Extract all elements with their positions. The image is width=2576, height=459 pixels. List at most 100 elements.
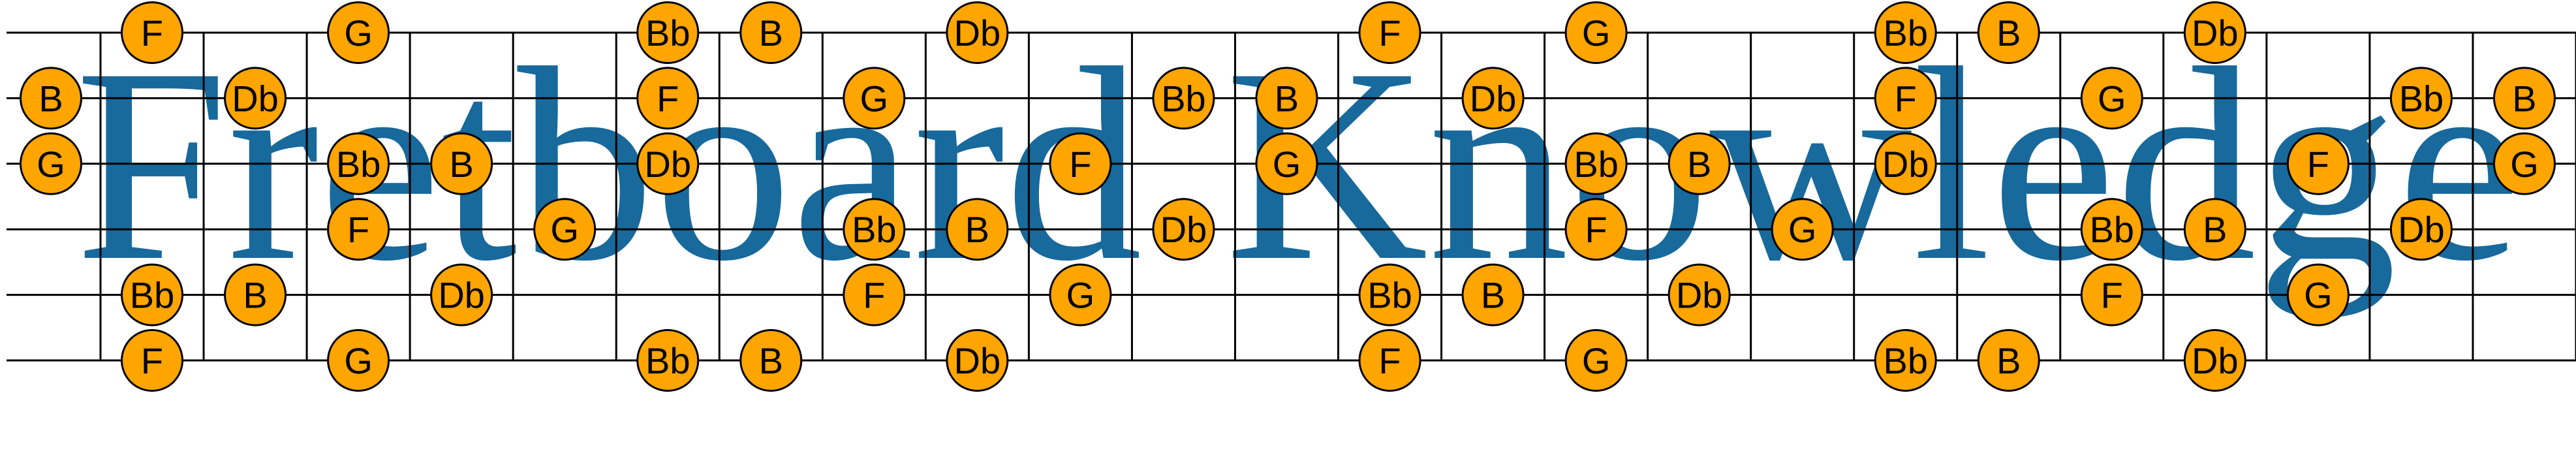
note-label: G xyxy=(1582,12,1611,54)
note-circle xyxy=(20,67,82,130)
note-circle xyxy=(2286,132,2350,195)
note-circle xyxy=(2183,329,2246,392)
note-label: F xyxy=(1069,144,1091,185)
note-circle xyxy=(2286,263,2350,326)
note-circle xyxy=(1564,329,1628,392)
note-label: F xyxy=(1585,209,1607,250)
note-label: G xyxy=(550,209,579,250)
note-label: F xyxy=(1378,12,1401,54)
note-circle xyxy=(430,132,493,195)
note-circle xyxy=(1564,198,1628,261)
note-label: Db xyxy=(232,78,279,119)
note-label: B xyxy=(2512,78,2536,119)
note-circle xyxy=(2492,132,2556,195)
note-circle xyxy=(1668,132,1731,195)
note-circle xyxy=(327,1,390,64)
note-circle xyxy=(1874,132,1937,195)
note-label: G xyxy=(2510,144,2539,185)
note-label: B xyxy=(449,144,473,185)
note-circle xyxy=(843,67,906,130)
note-circle xyxy=(1461,263,1525,326)
note-circle xyxy=(843,263,906,326)
note-circle xyxy=(1977,329,2040,392)
note-label: G xyxy=(1788,209,1817,250)
note-label: F xyxy=(1378,340,1401,381)
note-label: B xyxy=(1481,275,1505,316)
note-label: Db xyxy=(1676,275,1723,316)
note-label: B xyxy=(1687,144,1711,185)
note-label: F xyxy=(657,78,679,119)
note-label: B xyxy=(965,209,989,250)
note-circle xyxy=(327,132,390,195)
note-label: Db xyxy=(2192,340,2239,381)
note-label: Db xyxy=(1160,209,1207,250)
note-circle xyxy=(1874,1,1937,64)
note-circle xyxy=(1564,132,1628,195)
note-label: F xyxy=(347,209,369,250)
note-circle xyxy=(1152,198,1215,261)
note-circle xyxy=(946,198,1009,261)
note-circle xyxy=(2080,67,2143,130)
note-label: Bb xyxy=(336,144,381,185)
note-label: Bb xyxy=(852,209,897,250)
note-label: G xyxy=(2098,78,2126,119)
note-circle xyxy=(1255,67,1318,130)
note-circle xyxy=(20,132,82,195)
note-circle xyxy=(1358,263,1421,326)
note-label: F xyxy=(141,12,163,54)
note-label: Bb xyxy=(645,12,691,54)
note-label: Db xyxy=(2192,12,2239,54)
note-label: Db xyxy=(644,144,691,185)
note-circle xyxy=(1461,67,1525,130)
note-circle xyxy=(1977,1,2040,64)
note-label: G xyxy=(860,78,889,119)
note-label: G xyxy=(1066,275,1095,316)
note-label: G xyxy=(2304,275,2333,316)
note-circle xyxy=(1358,1,1421,64)
note-label: Db xyxy=(438,275,485,316)
note-circle xyxy=(2080,263,2143,326)
note-circle xyxy=(636,329,700,392)
note-circle xyxy=(1874,67,1937,130)
note-label: Db xyxy=(2398,209,2445,250)
note-label: Bb xyxy=(2399,78,2444,119)
note-circle xyxy=(636,1,700,64)
note-circle xyxy=(2389,198,2453,261)
note-circle xyxy=(2183,198,2246,261)
note-circle xyxy=(1358,329,1421,392)
note-label: G xyxy=(344,340,373,381)
note-circle xyxy=(1771,198,1834,261)
note-label: Bb xyxy=(2090,209,2135,250)
note-circle xyxy=(739,329,803,392)
note-label: B xyxy=(759,340,783,381)
note-label: Bb xyxy=(1367,275,1412,316)
note-label: G xyxy=(37,144,65,185)
note-circle xyxy=(224,263,287,326)
note-label: B xyxy=(759,12,783,54)
note-label: F xyxy=(2307,144,2329,185)
note-label: B xyxy=(1996,340,2021,381)
note-circle xyxy=(739,1,803,64)
note-circle xyxy=(843,198,906,261)
note-label: F xyxy=(141,340,163,381)
note-circle xyxy=(224,67,287,130)
note-circle xyxy=(2389,67,2453,130)
note-circle xyxy=(121,1,184,64)
note-label: Db xyxy=(1470,78,1517,119)
note-circle xyxy=(1152,67,1215,130)
note-circle xyxy=(1874,329,1937,392)
note-label: Bb xyxy=(1883,340,1928,381)
note-label: Db xyxy=(954,12,1001,54)
note-circle xyxy=(1049,263,1112,326)
note-circle xyxy=(327,198,390,261)
note-label: Db xyxy=(954,340,1001,381)
note-circle xyxy=(636,67,700,130)
note-circle xyxy=(2080,198,2143,261)
note-circle xyxy=(1049,132,1112,195)
note-circle xyxy=(636,132,700,195)
note-label: Bb xyxy=(645,340,691,381)
note-label: Bb xyxy=(130,275,175,316)
